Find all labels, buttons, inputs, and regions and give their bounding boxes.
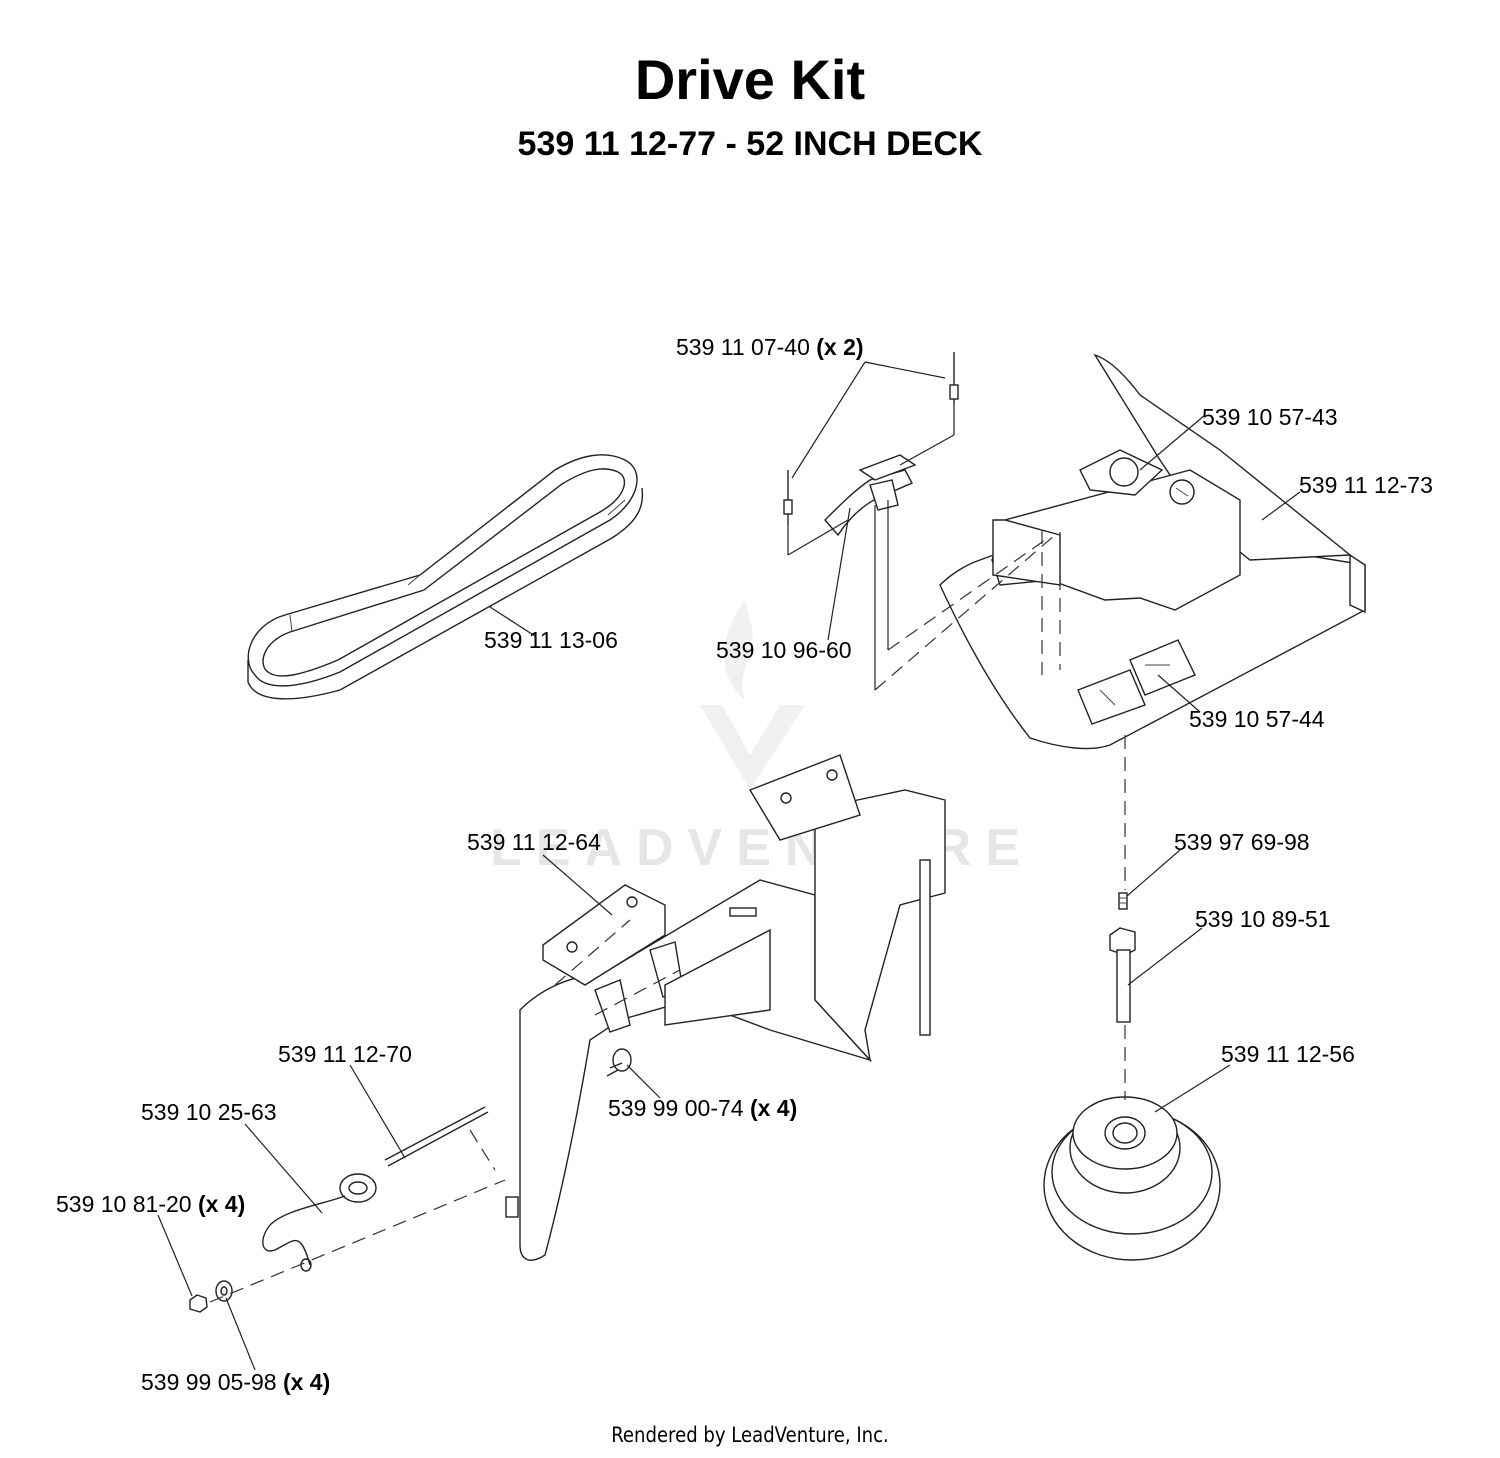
callout-label-539-10-89-51: 539 10 89-51: [1195, 906, 1331, 932]
footer-credit: Rendered by LeadVenture, Inc.: [611, 1423, 889, 1447]
page-subtitle: 539 11 12-77 - 52 INCH DECK: [517, 125, 983, 163]
lanyard-cable-part[interactable]: [262, 1195, 346, 1272]
callout-label-539-11-12-73: 539 11 12-73: [1299, 472, 1433, 498]
callout-label-539-10-25-63: 539 10 25-63: [141, 1099, 277, 1125]
idler-pulley-part[interactable]: [1043, 1096, 1221, 1261]
carriage-bolt-part[interactable]: [606, 1048, 632, 1077]
rivet-pin-part[interactable]: [783, 352, 959, 525]
assembly-lines: [209, 405, 1126, 1303]
grease-fitting-part[interactable]: [1118, 892, 1128, 910]
callout-label-539-11-13-06: 539 11 13-06: [484, 627, 618, 653]
bolt-stud-part[interactable]: [505, 1196, 519, 1218]
deck-cover-part[interactable]: [939, 353, 1366, 750]
callout-label-539-10-96-60: 539 10 96-60: [716, 637, 852, 663]
hitch-pin-part[interactable]: [339, 1106, 489, 1203]
callout-label-539-11-12-70: 539 11 12-70: [278, 1041, 412, 1067]
callout-label-539-99-00-74: 539 99 00-74 (x 4): [608, 1095, 797, 1121]
callout-label-539-10-57-43: 539 10 57-43: [1202, 404, 1338, 430]
callout-label-539-10-57-44: 539 10 57-44: [1189, 706, 1325, 732]
mount-bracket-part[interactable]: [519, 754, 946, 1261]
callout-label-539-99-05-98: 539 99 05-98 (x 4): [141, 1369, 330, 1395]
callout-label-539-10-81-20: 539 10 81-20 (x 4): [56, 1191, 245, 1217]
shoulder-bolt-part[interactable]: [1109, 927, 1136, 1023]
callout-label-539-11-07-40: 539 11 07-40 (x 2): [676, 334, 864, 360]
page-title: Drive Kit: [634, 48, 866, 111]
callout-leaders: [157, 361, 1301, 1371]
watermark-logo: [700, 600, 805, 790]
callout-label-539-97-69-98: 539 97 69-98: [1174, 829, 1310, 855]
callout-label-539-11-12-64: 539 11 12-64: [467, 829, 601, 855]
callout-label-539-11-12-56: 539 11 12-56: [1221, 1041, 1355, 1067]
callout-labels: 539 11 07-40 (x 2) 539 10 57-43 539 11 1…: [56, 334, 1433, 1395]
flat-washer-part[interactable]: [215, 1280, 233, 1302]
clip-part[interactable]: [824, 454, 917, 537]
flange-nut-part[interactable]: [189, 1294, 208, 1313]
belt-part[interactable]: [247, 454, 644, 700]
